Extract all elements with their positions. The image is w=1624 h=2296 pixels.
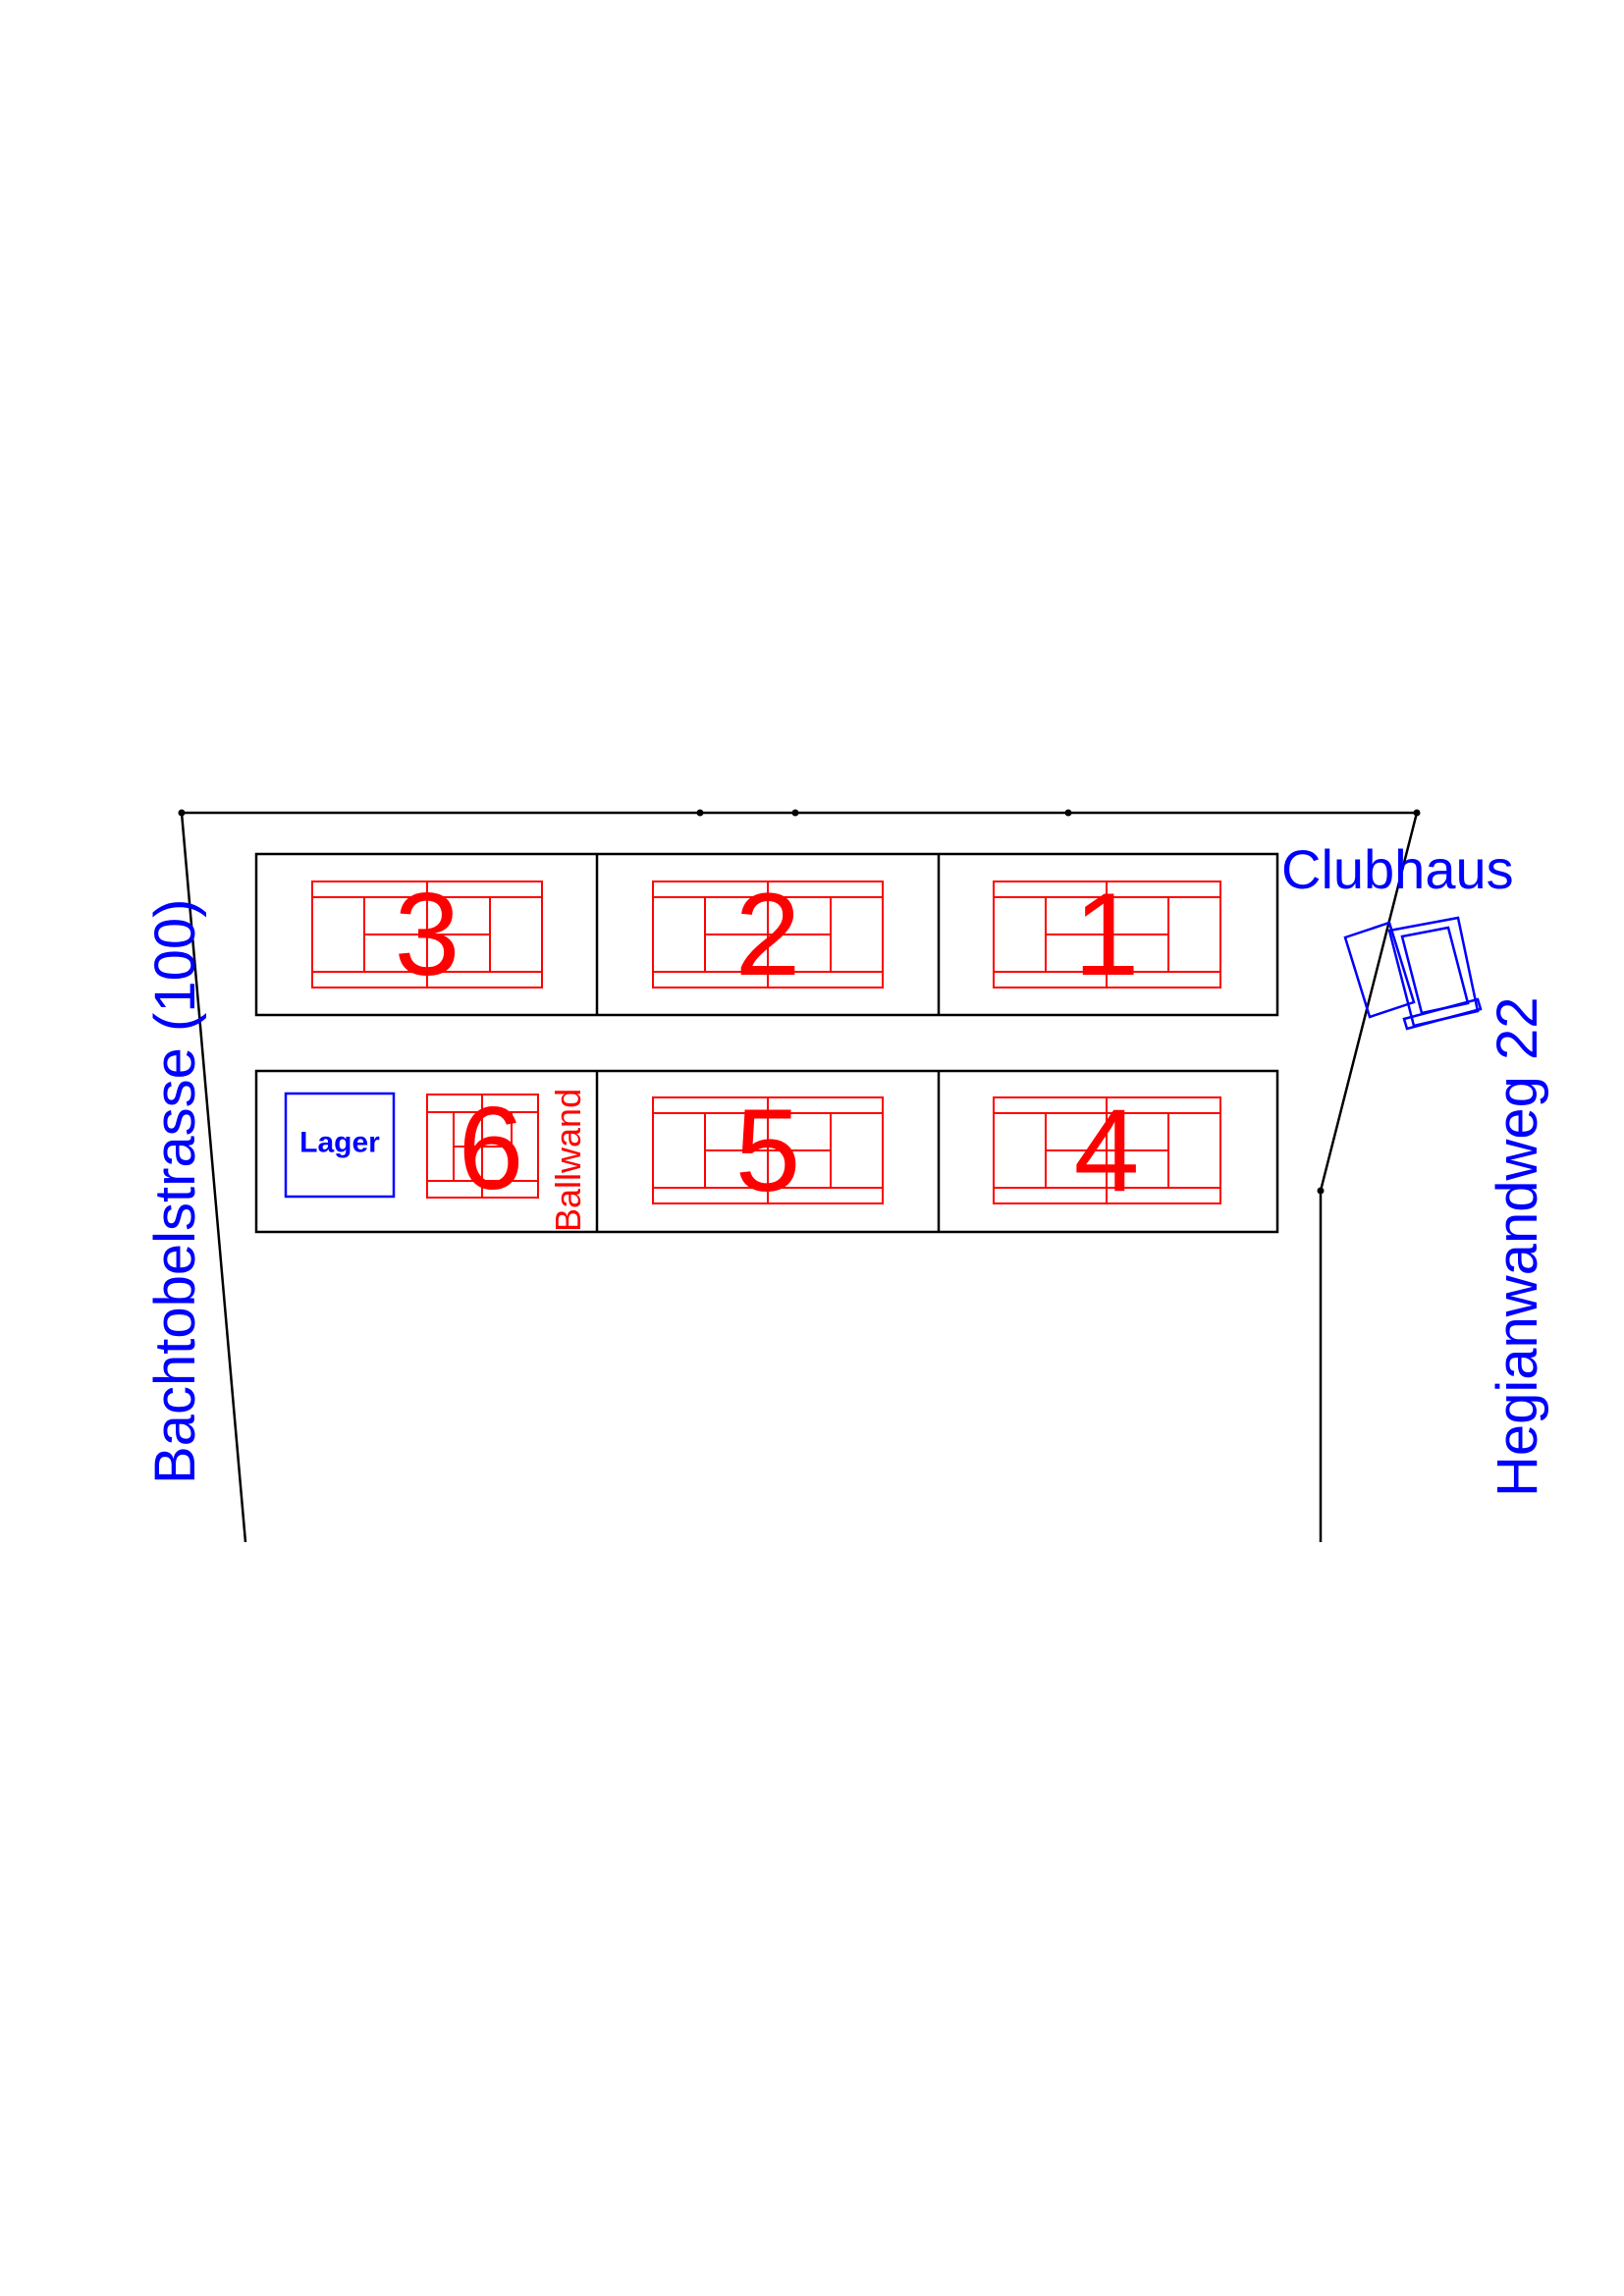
boundary-post [1064,809,1072,817]
court-number-3: 3 [395,869,460,1000]
boundary-post [1413,809,1421,817]
court-number-4: 4 [1074,1085,1140,1216]
clubhaus-annex-inner [1400,926,1470,1015]
tennis-court-4: 4 [993,1085,1221,1216]
boundary-post [1317,1187,1325,1195]
court-area-north-frame [254,852,1279,1017]
boundary-post [791,809,799,817]
court-number-6: 6 [459,1083,524,1214]
street-label-hegianwandweg: Hegianwandweg 22 [1486,997,1549,1497]
court-block-south [254,1069,1279,1234]
tennis-court-5: 5 [652,1085,884,1216]
court-block-north [254,852,1279,1017]
clubhaus-terrace [1402,997,1483,1031]
court-number-1: 1 [1074,869,1140,1000]
tennis-court-6: 6 [426,1083,539,1214]
clubhaus-building [1343,916,1483,1031]
property-boundary [178,809,1421,1543]
lager-box [284,1092,396,1199]
boundary-post [178,809,186,817]
court-number-2: 2 [735,869,801,1000]
lager-label: Lager [299,1127,380,1159]
clubhaus-main-block [1343,921,1416,1019]
court-area-south-frame [254,1069,1279,1234]
lager-storage: Lager [284,1092,396,1199]
boundary-east [1319,812,1419,1542]
street-label-bachtobelstrasse: Bachtobelstrasse (100) [143,899,207,1484]
boundary-post [696,809,704,817]
ballwand-label: Ballwand [548,1089,588,1232]
clubhaus-label: Clubhaus [1281,838,1514,900]
tennis-court-3: 3 [311,869,543,1000]
court-number-5: 5 [735,1085,801,1216]
tennis-court-2: 2 [652,869,884,1000]
tennis-court-1: 1 [993,869,1221,1000]
